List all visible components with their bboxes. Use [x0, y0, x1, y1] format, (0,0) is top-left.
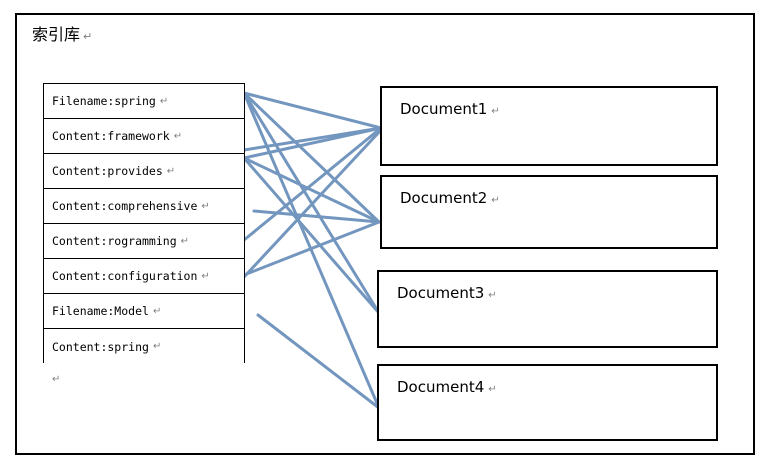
index-term-label: Content:provides — [52, 164, 163, 178]
paragraph-mark-icon: ↵ — [52, 374, 61, 385]
index-term-row[interactable]: Content:framework ↵ — [44, 119, 244, 154]
index-term-row[interactable]: Content:provides ↵ — [44, 154, 244, 189]
document-label-text: Document4 — [397, 378, 485, 396]
paragraph-mark-icon: ↵ — [173, 130, 183, 142]
index-term-label: Content:comprehensive — [52, 199, 198, 213]
index-term-row[interactable]: Filename:Model ↵ — [44, 294, 244, 329]
index-term-label: Content:framework — [52, 129, 170, 143]
document-box-2[interactable]: Document2↵ — [380, 175, 718, 249]
index-term-label: Content:spring — [52, 339, 149, 354]
paragraph-mark-icon: ↵ — [488, 384, 497, 395]
paragraph-mark-icon: ↵ — [166, 165, 176, 177]
paragraph-mark-icon: ↵ — [491, 106, 500, 117]
paragraph-mark-icon: ↵ — [488, 290, 497, 301]
document-label: Document1↵ — [400, 100, 500, 118]
index-table: Filename:spring ↵ Content:framework ↵ Co… — [43, 83, 245, 364]
index-term-label: Content:configuration — [52, 269, 198, 283]
paragraph-mark-icon: ↵ — [201, 270, 210, 282]
index-term-row[interactable]: Content:configuration ↵ — [44, 259, 244, 294]
index-term-row[interactable]: Filename:spring ↵ — [44, 84, 244, 119]
page-title-text: 索引库 — [32, 25, 81, 44]
document-box-4[interactable]: Document4↵ — [377, 364, 718, 441]
document-label: Document3↵ — [397, 284, 497, 302]
index-term-row[interactable]: Content:rogramming ↵ — [44, 224, 244, 259]
document-label-text: Document3 — [397, 284, 485, 302]
paragraph-mark-icon: ↵ — [201, 200, 210, 212]
index-term-label: Filename:spring — [52, 94, 156, 108]
index-term-label: Content:rogramming — [52, 234, 177, 248]
document-label: Document2↵ — [400, 189, 500, 207]
document-box-3[interactable]: Document3↵ — [377, 270, 718, 348]
document-label: Document4↵ — [397, 378, 497, 396]
document-label-text: Document2 — [400, 189, 488, 207]
index-term-row[interactable]: Content:spring ↵ — [44, 329, 244, 364]
page-title: 索引库↵ — [32, 25, 92, 44]
index-term-row[interactable]: Content:comprehensive ↵ — [44, 189, 244, 224]
index-term-label: Filename:Model — [52, 304, 149, 318]
paragraph-mark-icon: ↵ — [159, 95, 169, 107]
document-label-text: Document1 — [400, 100, 488, 118]
document-box-1[interactable]: Document1↵ — [380, 86, 718, 166]
paragraph-mark-icon: ↵ — [491, 195, 500, 206]
paragraph-mark-icon: ↵ — [83, 30, 93, 43]
paragraph-mark-icon: ↵ — [152, 305, 162, 317]
paragraph-mark-icon: ↵ — [152, 341, 162, 352]
paragraph-mark-icon: ↵ — [180, 235, 190, 247]
